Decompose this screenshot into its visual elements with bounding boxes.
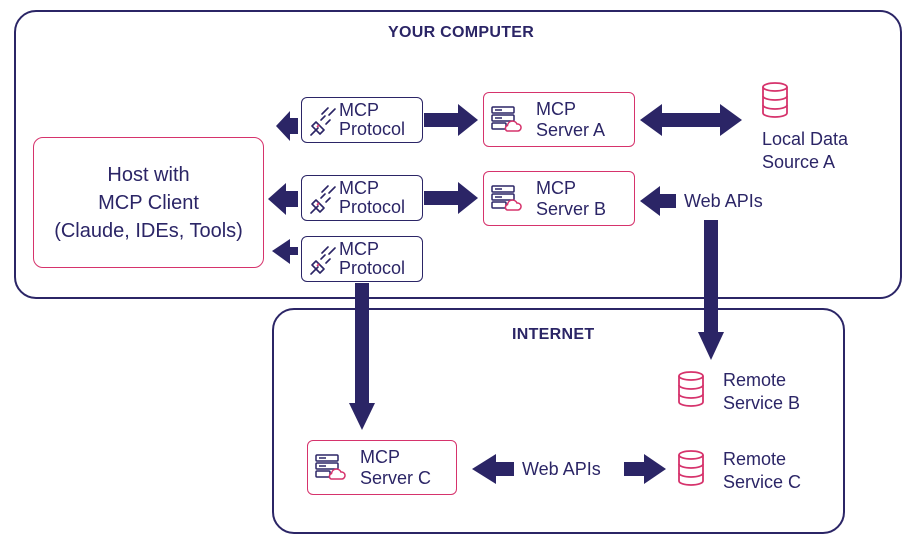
server-c-line2: Server C (360, 468, 432, 488)
arrow-down-to-remoteB (698, 332, 724, 360)
arrow-protocol1-to-host (276, 111, 298, 141)
protocol-1-line2: Protocol (339, 119, 406, 139)
protocol-3-line2: Protocol (339, 258, 406, 278)
database-icon (678, 450, 704, 486)
arrow-protocol3-to-host (272, 239, 298, 264)
local-data-line1: Local Data (762, 129, 849, 149)
protocol-1-line1: MCP (339, 100, 379, 120)
server-a-line2: Server A (536, 120, 606, 140)
arrow-webapis-to-remoteC (624, 454, 666, 484)
host-with-mcp-client[interactable]: Host with MCP Client (Claude, IDEs, Tool… (33, 137, 264, 268)
mcp-protocol-box-2[interactable] (301, 175, 423, 221)
plug-icon (310, 246, 336, 275)
database-icon (762, 82, 788, 118)
plug-icon (310, 107, 336, 136)
host-line3: (Claude, IDEs, Tools) (54, 219, 243, 242)
your-computer-title: YOUR COMPUTER (388, 24, 535, 41)
protocol-3-line1: MCP (339, 239, 379, 259)
protocol-2-line2: Protocol (339, 197, 406, 217)
protocol-2-line1: MCP (339, 178, 379, 198)
remote-c-line1: Remote (723, 449, 787, 469)
mcp-server-c-box[interactable] (307, 440, 457, 495)
server-b-line1: MCP (536, 178, 576, 198)
remote-b-line2: Service B (723, 393, 801, 413)
line-webapis-down (704, 220, 718, 332)
host-line1: Host with (107, 163, 190, 186)
server-a-line1: MCP (536, 99, 576, 119)
web-apis-lower: Web APIs (522, 459, 601, 479)
server-b-line2: Server B (536, 199, 607, 219)
arrow-serverA-localdata (640, 104, 742, 136)
arrow-webapis-to-serverC (472, 454, 514, 484)
server-cloud-icon (491, 106, 522, 132)
remote-b-line1: Remote (723, 370, 787, 390)
arrow-protocol2-to-host (268, 183, 298, 215)
mcp-server-a-box[interactable] (483, 92, 635, 147)
plug-icon (310, 185, 336, 214)
arrow-webapis-to-serverB (640, 186, 676, 216)
arrow-protocol1-to-serverA (424, 104, 478, 136)
mcp-server-b-box[interactable] (483, 171, 635, 226)
server-cloud-icon (315, 454, 346, 480)
internet-title: INTERNET (512, 326, 595, 343)
host-line2: MCP Client (98, 191, 199, 214)
web-apis-upper: Web APIs (684, 191, 763, 211)
arrow-protocol2-to-serverB (424, 182, 478, 214)
remote-c-line2: Service C (723, 472, 802, 492)
database-icon (678, 371, 704, 407)
line-protocol3-down (355, 283, 369, 403)
server-cloud-icon (491, 185, 522, 211)
local-data-line2: Source A (762, 152, 836, 172)
arrow-down-to-serverC (349, 403, 375, 430)
server-c-line1: MCP (360, 447, 400, 467)
